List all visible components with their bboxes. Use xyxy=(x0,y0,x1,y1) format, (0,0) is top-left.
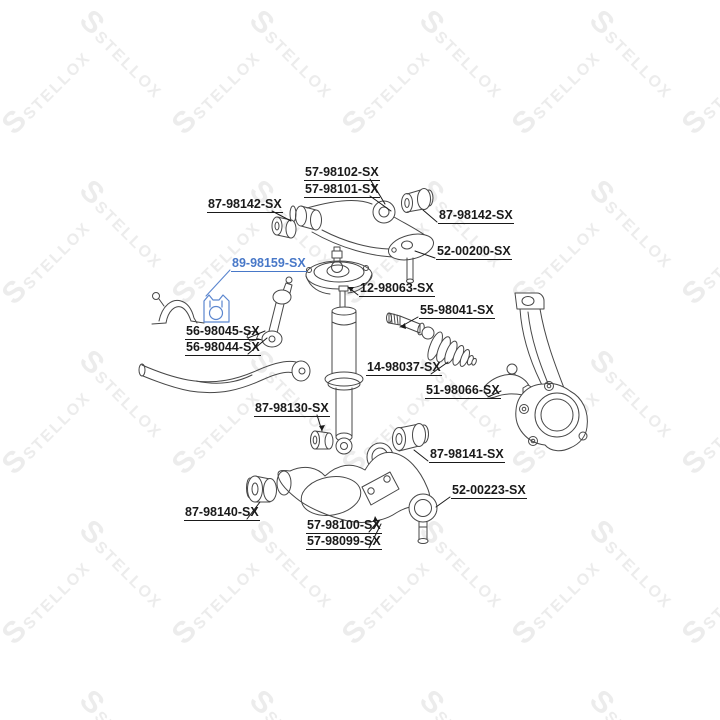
part-label-56-98044-sx[interactable]: 56-98044-SX xyxy=(185,340,261,356)
stabilizer-link-drawing xyxy=(246,276,293,348)
steering-boot-drawing xyxy=(427,331,477,367)
steering-knuckle-drawing xyxy=(514,292,588,452)
part-label-52-00223-sx[interactable]: 52-00223-SX xyxy=(451,483,527,499)
part-label-87-98142-sx-left[interactable]: 87-98142-SX xyxy=(207,197,283,213)
part-label-57-98102-sx[interactable]: 57-98102-SX xyxy=(304,165,380,181)
part-label-57-98099-sx[interactable]: 57-98099-SX xyxy=(306,534,382,550)
stabilizer-bar-drawing xyxy=(138,360,311,394)
lower-arm-rear-bushing-drawing xyxy=(392,423,429,452)
part-label-51-98066-sx[interactable]: 51-98066-SX xyxy=(425,383,501,399)
shock-lower-bushing-drawing xyxy=(310,430,334,450)
part-label-12-98063-sx[interactable]: 12-98063-SX xyxy=(359,281,435,297)
part-label-89-98159-sx-highlighted[interactable]: 89-98159-SX xyxy=(231,256,307,272)
upper-arm-bushing-right-drawing xyxy=(401,188,434,213)
part-label-57-98101-sx[interactable]: 57-98101-SX xyxy=(304,182,380,198)
inner-tie-rod-drawing xyxy=(386,312,435,340)
part-label-87-98130-sx[interactable]: 87-98130-SX xyxy=(254,401,330,417)
part-label-56-98045-sx[interactable]: 56-98045-SX xyxy=(185,324,261,340)
shock-absorber-drawing xyxy=(324,285,364,455)
strut-mount-drawing xyxy=(305,246,373,295)
part-label-55-98041-sx[interactable]: 55-98041-SX xyxy=(419,303,495,319)
part-label-14-98037-sx[interactable]: 14-98037-SX xyxy=(366,360,442,376)
part-label-52-00200-sx[interactable]: 52-00200-SX xyxy=(436,244,512,260)
part-label-57-98100-sx[interactable]: 57-98100-SX xyxy=(306,518,382,534)
stabilizer-bracket-drawing xyxy=(151,292,205,325)
lower-arm-front-bushing-drawing xyxy=(246,475,277,503)
part-label-87-98140-sx[interactable]: 87-98140-SX xyxy=(184,505,260,521)
leader-lines xyxy=(246,178,502,549)
stabilizer-bushing-highlighted-drawing[interactable] xyxy=(203,294,230,323)
part-label-87-98142-sx-right[interactable]: 87-98142-SX xyxy=(438,208,514,224)
leader-line-highlighted xyxy=(205,269,231,297)
upper-arm-bushing-left-drawing xyxy=(271,216,297,239)
lower-control-arm-drawing xyxy=(276,442,438,544)
part-label-87-98141-sx[interactable]: 87-98141-SX xyxy=(429,447,505,463)
